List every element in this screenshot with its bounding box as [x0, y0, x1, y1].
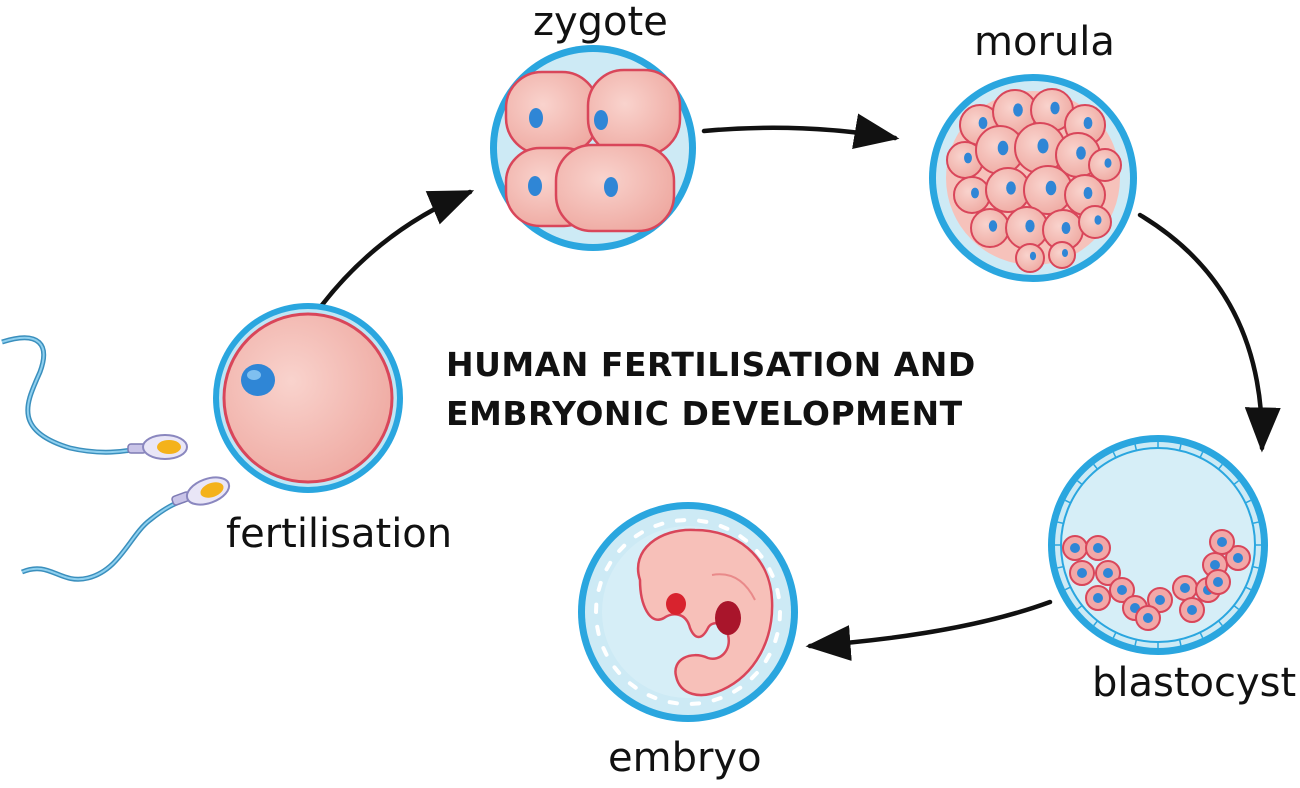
label-zygote: zygote [533, 2, 668, 42]
title-line-2: EMBRYONIC DEVELOPMENT [446, 389, 976, 438]
arrow-zygote-to-morula [704, 128, 895, 138]
diagram-title: HUMAN FERTILISATION AND EMBRYONIC DEVELO… [446, 340, 976, 438]
morula-blastomere [1049, 242, 1075, 268]
morula-cell [929, 74, 1137, 282]
morula-blastomere [1016, 244, 1044, 272]
arrow-fertilisation-to-zygote [322, 192, 470, 305]
label-morula: morula [974, 22, 1115, 62]
nucleus [241, 364, 275, 396]
zygote-cell [490, 45, 696, 251]
arrow-morula-to-blastocyst [1140, 215, 1262, 448]
label-fertilisation: fertilisation [226, 514, 452, 554]
sperm-bottom [22, 472, 233, 579]
sperm-cells [2, 338, 233, 579]
sperm-top [2, 338, 187, 459]
embryo-cell [578, 502, 798, 722]
fertilisation-egg [213, 303, 403, 493]
blastocyst-cell [1048, 435, 1268, 655]
label-embryo: embryo [608, 738, 762, 778]
label-blastocyst: blastocyst [1092, 663, 1296, 703]
arrow-blastocyst-to-embryo [810, 602, 1050, 646]
title-line-1: HUMAN FERTILISATION AND [446, 340, 976, 389]
